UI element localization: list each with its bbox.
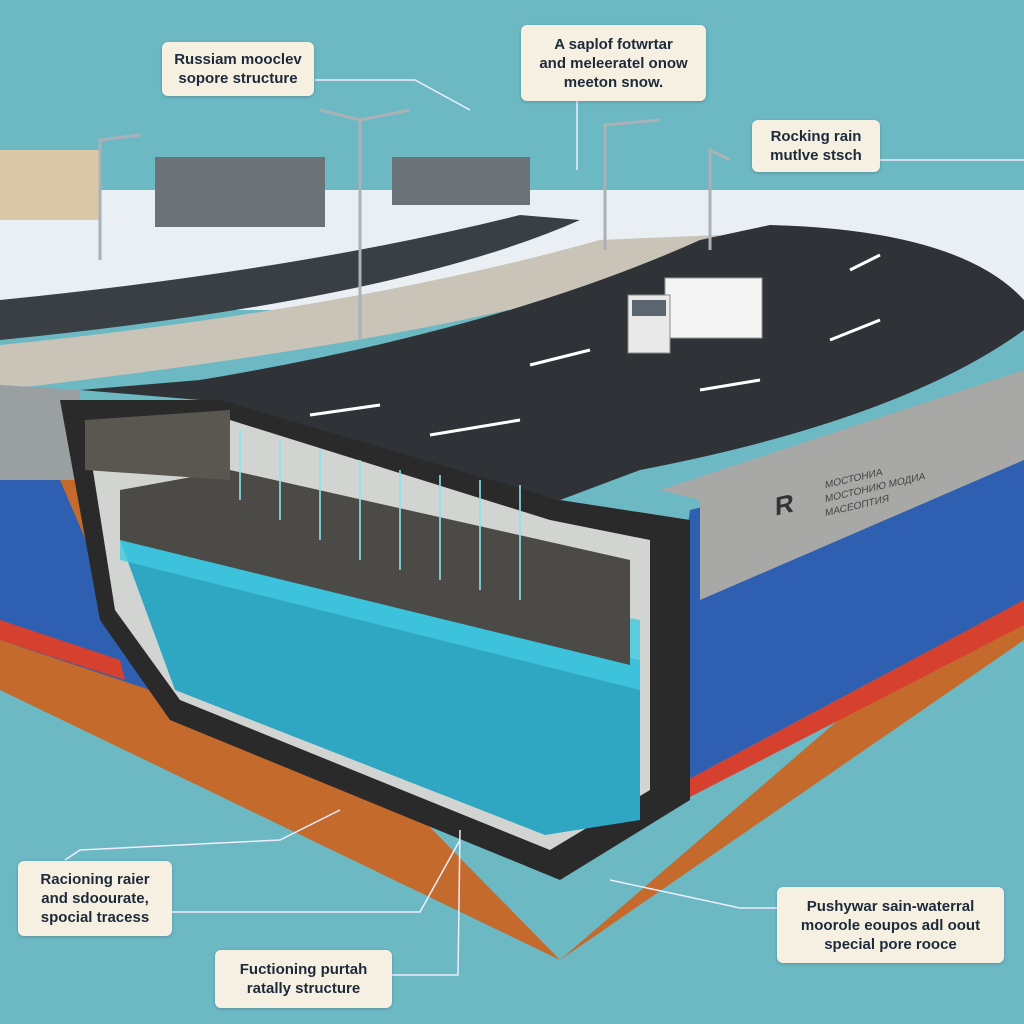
billboard — [392, 157, 530, 205]
water-reservoir — [120, 540, 640, 835]
right-wall — [660, 370, 1024, 600]
red-layer-right — [650, 600, 1024, 815]
callout-text: Rocking rain — [770, 128, 862, 145]
callout-label: Pushywar sain-waterral moorole eoupos ad… — [777, 887, 1004, 963]
gravel-top — [85, 410, 230, 480]
callout-text: moorole eoupos adl oout — [800, 916, 981, 934]
callout-text: and sdoourate, — [41, 890, 149, 907]
gravel-bed — [120, 470, 630, 665]
callout-label: Racioning raier and sdoourate, spocial t… — [18, 861, 172, 936]
wall-sign-letter: R — [775, 487, 794, 522]
callout-text: Pushywar sain-waterral — [806, 897, 975, 915]
callout-text: Russiam mooclev — [174, 51, 302, 68]
callout-text: special pore rooce — [824, 935, 957, 953]
far-road — [0, 215, 580, 340]
callout-label: Russiam mooclev sopore structure — [162, 42, 314, 96]
truck — [627, 277, 763, 354]
callout-text: spocial tracess — [40, 909, 150, 926]
callout-text: meeton snow. — [563, 73, 664, 91]
left-wall — [0, 385, 80, 480]
callout-text: mutlve stsch — [770, 147, 862, 164]
red-layer-left — [0, 620, 125, 680]
callout-text: ratally structure — [246, 980, 361, 997]
waterfall — [239, 430, 521, 600]
callout-text: and meleeratel onow — [539, 54, 688, 72]
callout-label: Rocking rain mutlve stsch — [752, 120, 880, 172]
callout-label: Fuctioning purtah ratally structure — [215, 950, 392, 1008]
callout-text: A saplof fotwrtar — [554, 35, 673, 53]
callout-label: A saplof fotwrtar and meleeratel onow me… — [521, 25, 706, 101]
callout-text: Racioning raier — [40, 871, 150, 888]
lane-markings — [309, 253, 881, 437]
callout-text: Fuctioning purtah — [239, 961, 368, 978]
street-lights — [98, 108, 731, 340]
callout-text: sopore structure — [178, 70, 298, 87]
building — [0, 150, 100, 220]
billboard — [155, 157, 325, 227]
leader-lines — [64, 79, 1024, 976]
